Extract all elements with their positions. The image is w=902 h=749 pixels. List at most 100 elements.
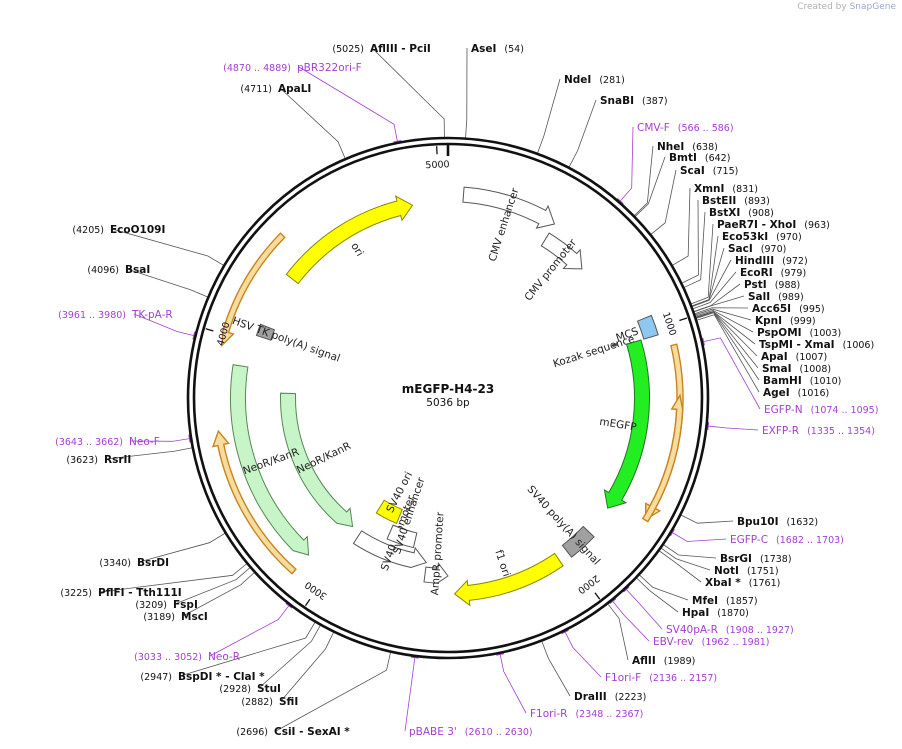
primer-label-pbabe-3[interactable]: pBABE 3'(2610 .. 2630) <box>409 726 533 738</box>
enzyme-label-ecori[interactable]: EcoRI(979) <box>740 267 806 279</box>
enzyme-label-scai[interactable]: ScaI(715) <box>680 165 738 177</box>
site-position: (1761) <box>749 578 781 589</box>
enzyme-label-rsrii[interactable]: RsrII(3623) <box>66 454 131 466</box>
site-position: (3340) <box>99 558 131 569</box>
enzyme-label-eco53ki[interactable]: Eco53kI(970) <box>722 231 802 243</box>
enzyme-label-bspdi[interactable]: BspDI * - ClaI *(2947) <box>140 671 265 683</box>
primer-label-neo-f[interactable]: Neo-F(3643 .. 3662) <box>55 436 160 448</box>
enzyme-label-bsrgi[interactable]: BsrGI(1738) <box>720 553 792 565</box>
feature-kozak-sequence[interactable] <box>611 342 618 348</box>
enzyme-label-xmni[interactable]: XmnI(831) <box>694 183 758 195</box>
enzyme-label-bpu10i[interactable]: Bpu10I(1632) <box>737 516 818 528</box>
primer-label-f1ori-f[interactable]: F1ori-F(2136 .. 2157) <box>605 672 717 684</box>
enzyme-leader-sfii <box>280 632 334 702</box>
enzyme-leader-ecori <box>693 271 737 310</box>
enzyme-label-kpni[interactable]: KpnI(999) <box>755 315 816 327</box>
primer-label-egfp-c[interactable]: EGFP-C(1682 .. 1703) <box>730 534 844 546</box>
enzyme-leader-eco53ki <box>692 235 719 307</box>
enzyme-label-csii[interactable]: CsiI - SexAI *(2696) <box>236 726 350 738</box>
primer-label-pbr322ori-f[interactable]: pBR322ori-F(4870 .. 4889) <box>223 62 362 74</box>
feature-ori[interactable] <box>285 195 414 285</box>
enzyme-label-saci[interactable]: SacI(970) <box>728 243 786 255</box>
primer-binding-tk-pa-r[interactable] <box>221 232 286 347</box>
primer-label-tk-pa-r[interactable]: TK-pA-R(3961 .. 3980) <box>58 309 173 321</box>
enzyme-label-hindiii[interactable]: HindIII(972) <box>735 255 808 267</box>
enzyme-label-pflfi[interactable]: PflFI - Tth111I(3225) <box>60 587 181 599</box>
feature-sv40-enhancer[interactable] <box>386 524 418 549</box>
site-labels[interactable]: AflIII - PciI(5025) AseI(54) NdeI(281) SnaB… <box>55 43 878 738</box>
primer-label-cmv-f[interactable]: CMV-F(566 .. 586) <box>637 122 734 134</box>
site-name: RsrII <box>104 454 131 466</box>
site-position: (642) <box>705 153 731 164</box>
primer-binding-neo-f[interactable] <box>211 429 297 575</box>
site-position: (3961 .. 3980) <box>58 310 126 321</box>
enzyme-label-bstxi[interactable]: BstXI(908) <box>709 207 774 219</box>
enzyme-label-psti[interactable]: PstI(988) <box>744 279 800 291</box>
enzyme-label-mfei[interactable]: MfeI(1857) <box>692 595 758 607</box>
enzyme-label-ndei[interactable]: NdeI(281) <box>564 74 625 86</box>
enzyme-label-sfii[interactable]: SfiI(2882) <box>241 696 298 708</box>
enzyme-label-bsai[interactable]: BsaI(4096) <box>87 264 150 276</box>
enzyme-label-bmti[interactable]: BmtI(642) <box>669 152 730 164</box>
enzyme-label-msci[interactable]: MscI(3189) <box>143 611 207 623</box>
site-position: (1682 .. 1703) <box>776 535 844 546</box>
enzyme-leader-aflii <box>607 603 629 661</box>
enzyme-label-hpai[interactable]: HpaI(1870) <box>682 607 749 619</box>
site-position: (908) <box>748 208 774 219</box>
enzyme-label-paer7i[interactable]: PaeR7I - XhoI(963) <box>717 219 830 231</box>
enzyme-label-bsteii[interactable]: BstEII(893) <box>702 195 770 207</box>
enzyme-label-pspomi[interactable]: PspOMI(1003) <box>757 327 841 339</box>
enzyme-label-nhei[interactable]: NheI(638) <box>657 141 718 153</box>
feature-sv40-promoter[interactable] <box>352 530 428 569</box>
site-name: MfeI <box>692 595 718 607</box>
enzyme-label-apali[interactable]: ApaLI(4711) <box>240 83 311 95</box>
enzyme-label-fspi[interactable]: FspI(3209) <box>135 599 197 611</box>
enzyme-label-asei[interactable]: AseI(54) <box>471 43 524 55</box>
plasmid-length: 5036 bp <box>426 397 470 409</box>
enzyme-label-snabi[interactable]: SnaBI(387) <box>600 95 668 107</box>
primer-label-sv40pa-r[interactable]: SV40pA-R(1908 .. 1927) <box>666 624 794 636</box>
feature-label-hsv-tk-poly-a-signal: HSV TK poly(A) signal <box>231 315 342 365</box>
enzyme-label-noti[interactable]: NotI(1751) <box>714 565 779 577</box>
primer-label-ebv-rev[interactable]: EBV-rev(1962 .. 1981) <box>653 636 770 648</box>
enzyme-label-aflii[interactable]: AflII(1989) <box>632 655 695 667</box>
site-position: (963) <box>804 220 830 231</box>
enzyme-label-stui[interactable]: StuI(2928) <box>219 683 281 695</box>
feature-hsv-tk-poly-a-signal[interactable] <box>255 323 276 341</box>
feature-neor-kanr[interactable] <box>230 364 310 556</box>
feature-sv40-poly-a-signal[interactable] <box>561 525 595 558</box>
site-name: EGFP-N <box>764 404 803 416</box>
feature-mcs[interactable] <box>636 314 659 340</box>
enzyme-label-afliii[interactable]: AflIII - PciI(5025) <box>332 43 430 55</box>
enzyme-leader-nhei <box>634 145 654 216</box>
primer-label-neo-r[interactable]: Neo-R(3033 .. 3052) <box>134 651 240 663</box>
primer-label-exfp-r[interactable]: EXFP-R(1335 .. 1354) <box>762 425 875 437</box>
feature-sv40-ori[interactable] <box>375 499 403 525</box>
enzyme-label-bamhi[interactable]: BamHI(1010) <box>763 375 841 387</box>
feature-f1-ori[interactable] <box>453 552 564 607</box>
primer-binding-egfp-c[interactable] <box>641 393 684 523</box>
primer-label-egfp-n[interactable]: EGFP-N(1074 .. 1095) <box>764 404 878 416</box>
enzyme-label-smai[interactable]: SmaI(1008) <box>762 363 831 375</box>
enzyme-label-xbai[interactable]: XbaI *(1761) <box>705 577 780 589</box>
site-position: (988) <box>775 280 801 291</box>
enzyme-label-sali[interactable]: SalI(989) <box>748 291 804 303</box>
feature-cmv-enhancer[interactable] <box>462 186 556 229</box>
enzyme-leader-snabi <box>568 99 597 168</box>
site-name: Eco53kI <box>722 231 768 243</box>
site-position: (1870) <box>717 608 749 619</box>
enzyme-label-ecoo109i[interactable]: EcoO109I(4205) <box>72 224 165 236</box>
enzyme-label-bsrdi[interactable]: BsrDI(3340) <box>99 557 169 569</box>
enzyme-label-draiii[interactable]: DraIII(2223) <box>574 691 646 703</box>
enzyme-label-agei[interactable]: AgeI(1016) <box>763 387 829 399</box>
enzyme-label-acc65i[interactable]: Acc65I(995) <box>752 303 825 315</box>
feature-megfp[interactable] <box>603 339 650 509</box>
feature-neor-kanr[interactable] <box>280 392 354 528</box>
feature-cmv-promoter[interactable] <box>540 232 583 270</box>
feature-ampr-promoter[interactable] <box>423 561 449 584</box>
primer-label-f1ori-r[interactable]: F1ori-R(2348 .. 2367) <box>530 708 643 720</box>
site-position: (1010) <box>810 376 842 387</box>
enzyme-label-tspmi[interactable]: TspMI - XmaI(1006) <box>759 339 874 351</box>
site-position: (2928) <box>219 684 251 695</box>
enzyme-label-apai[interactable]: ApaI(1007) <box>761 351 827 363</box>
